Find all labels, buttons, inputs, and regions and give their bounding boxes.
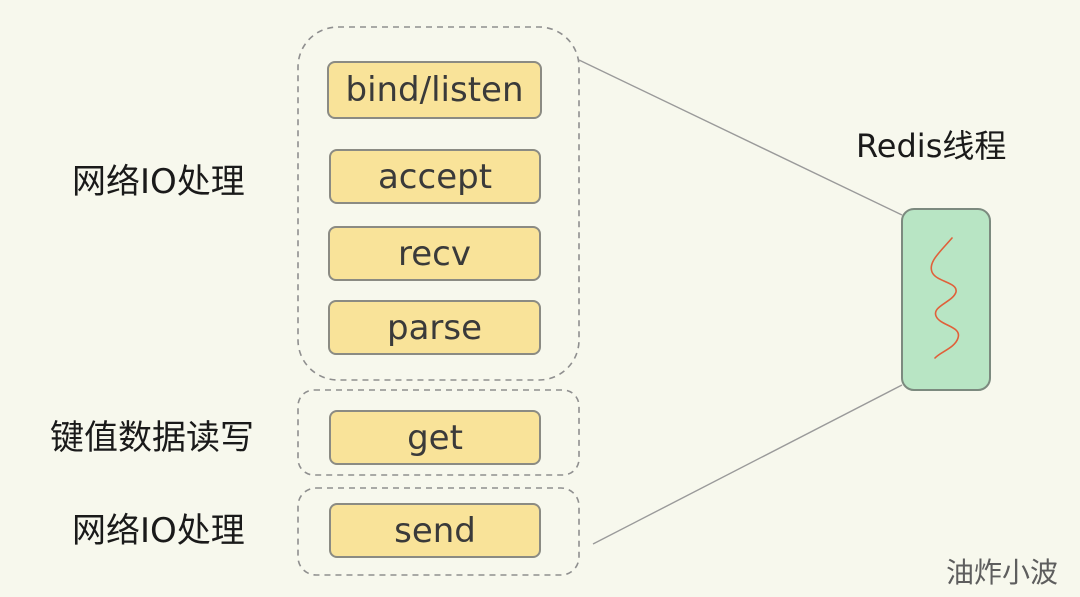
step-bind-listen: bind/listen (327, 61, 542, 119)
step-recv: recv (328, 226, 541, 281)
step-get: get (329, 410, 541, 465)
step-send: send (329, 503, 541, 558)
connector-line-top (578, 59, 903, 216)
group-container-network-io-top (297, 26, 580, 381)
redis-thread-box (901, 208, 991, 391)
group-label-network-io-top: 网络IO处理 (72, 162, 245, 202)
group-label-network-io-bottom: 网络IO处理 (72, 511, 245, 551)
redis-thread-label: Redis线程 (856, 127, 1007, 165)
watermark-text: 油炸小波 (946, 556, 1059, 589)
group-container-kv-read-write (297, 389, 580, 476)
step-accept: accept (329, 149, 541, 204)
group-label-kv-read-write: 键值数据读写 (50, 418, 254, 458)
group-container-network-io-bottom (297, 487, 580, 576)
step-parse: parse (328, 300, 541, 355)
connector-line-bottom (592, 384, 903, 545)
thread-squiggle-icon (930, 237, 960, 359)
